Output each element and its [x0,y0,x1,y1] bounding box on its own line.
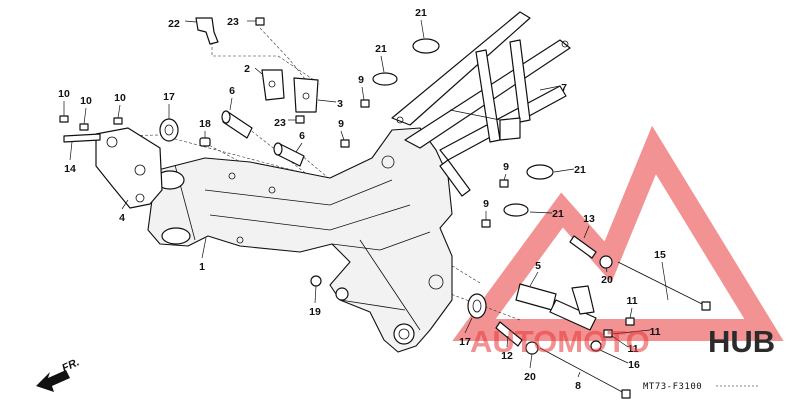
callout-17: 17 [459,336,471,348]
watermark-logo [452,125,784,341]
callout-10: 10 [80,95,92,107]
callout-2: 2 [244,63,250,75]
callout-21: 21 [574,164,586,176]
callout-14: 14 [64,163,76,175]
callout-21: 21 [375,43,387,55]
callout-16: 16 [628,359,640,371]
callout-1: 1 [199,261,205,273]
callout-leaders [63,19,669,378]
bracket-2-3 [261,69,319,113]
callout-10: 10 [58,88,70,100]
rubber-mount-top [159,118,179,142]
callout-21: 21 [552,208,564,220]
callout-9: 9 [483,198,489,210]
rear-engine-mount [467,235,711,399]
watermark-word-moto: MOTO [557,324,649,359]
callout-3: 3 [337,98,343,110]
front-label: FR. [60,356,81,374]
clip-22 [195,17,219,45]
callout-5: 5 [535,260,541,272]
callout-13: 13 [583,213,595,225]
callout-15: 15 [654,249,666,261]
callout-19: 19 [309,306,321,318]
watermark-word-hub: HUB [708,324,775,359]
callout-6: 6 [229,85,235,97]
callout-9: 9 [503,161,509,173]
callout-10: 10 [114,92,126,104]
rear-subframe [391,11,571,197]
callout-20: 20 [601,274,613,286]
callout-4: 4 [119,212,125,224]
engine-mount-bracket [95,127,163,209]
callout-9: 9 [338,118,344,130]
callout-18: 18 [199,118,211,130]
watermark-text: AUTOMOTO HUB [470,324,775,359]
front-arrow-icon [36,370,70,392]
callout-23: 23 [274,117,286,129]
callout-20: 20 [524,371,536,383]
callout-6: 6 [299,130,305,142]
callout-12: 12 [501,350,513,362]
fasteners [59,17,509,287]
callout-22: 22 [168,18,180,30]
callout-23: 23 [227,16,239,28]
callout-11: 11 [649,326,660,338]
callout-21: 21 [415,7,427,19]
callout-17: 17 [163,91,175,103]
callout-11: 11 [627,343,638,355]
callout-7: 7 [561,82,567,94]
svg-text:AUTOMOTO: AUTOMOTO [470,324,650,359]
hose-clamps [372,38,554,217]
callout-8: 8 [575,380,581,392]
front-direction-indicator: FR. [36,356,81,392]
main-frame [147,127,453,353]
watermark-word-auto: AUTO [470,324,557,359]
collars [221,110,305,167]
diagram-code: MT73-F3100 [643,382,702,392]
callout-11: 11 [626,295,637,307]
callout-9: 9 [358,74,364,86]
